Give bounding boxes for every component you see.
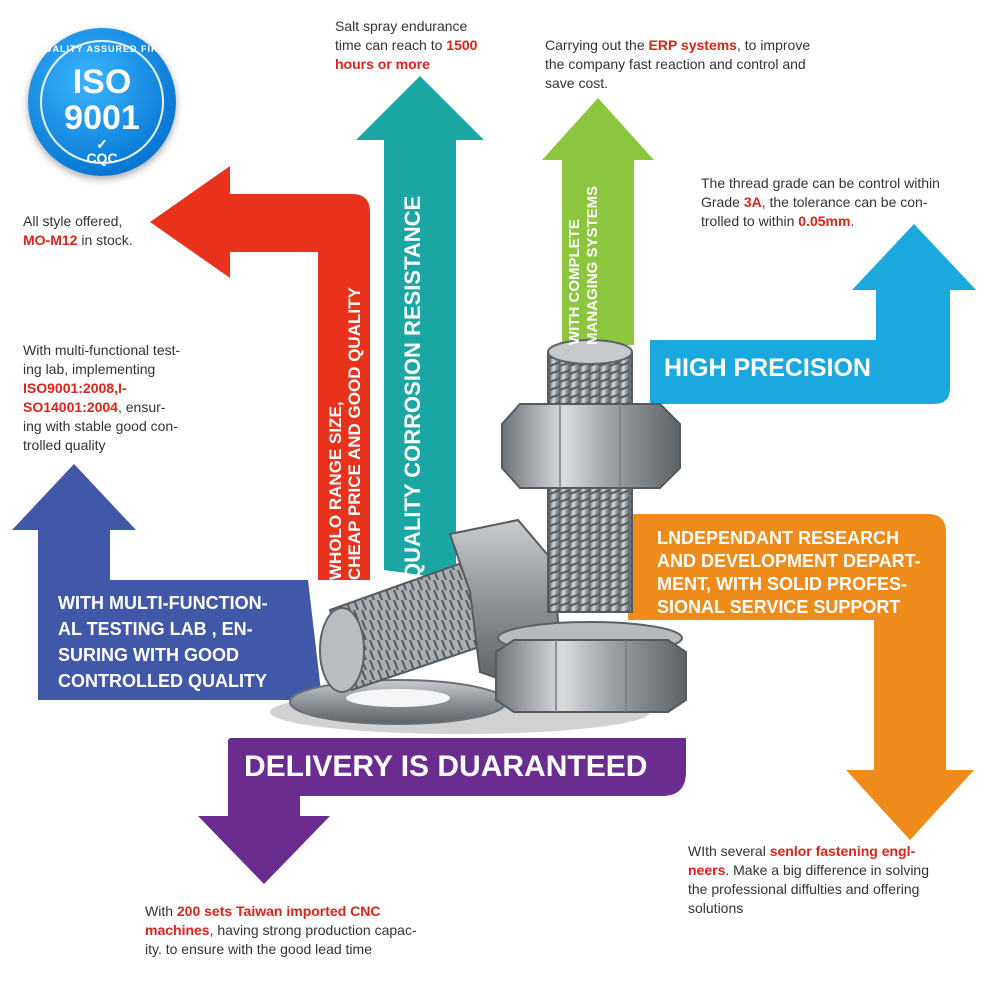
lab-note-text-4: ing with stable good con- (23, 418, 178, 434)
purple-arrow-label: DELIVERY IS DUARANTEED (244, 750, 648, 783)
style-note-text-1: All style offered, (23, 213, 123, 229)
badge-ring (40, 40, 164, 164)
salt-note-hours-suffix: hours or more (335, 56, 430, 72)
green-arrow-label-line1: WITH COMPLETE (566, 219, 583, 345)
thread-note-grade: 3A (743, 194, 762, 210)
orange-arrow-label-line1: LNDEPENDANT RESEARCH (657, 528, 900, 548)
red-arrow-label-line2: CHEAP PRICE AND GOOD QUALITY (345, 287, 364, 580)
orange-arrow-label-line4: SIONAL SERVICE SUPPORT (657, 597, 901, 617)
red-arrow-label: WHOLO RANGE SIZE, CHEAP PRICE AND GOOD Q… (326, 287, 364, 580)
indigo-arrow-label-line2: AL TESTING LAB , EN- (58, 619, 253, 639)
testing-lab-note: With multi-functional test- ing lab, imp… (23, 341, 213, 455)
thread-note-text-5: . (850, 213, 855, 229)
engineers-note-highlight-2: neers (688, 862, 726, 878)
teal-arrow-label: QUALITY CORROSION RESISTANCE (400, 195, 425, 580)
red-arrow-label-line1: WHOLO RANGE SIZE, (326, 401, 345, 581)
check-icon: ✓ (96, 136, 108, 152)
thread-note-text-4: trolled to within (701, 213, 799, 229)
salt-note-text-2: time can reach to (335, 37, 447, 53)
badge-iso-text: ISO (72, 63, 132, 101)
badge-ring-text: QUALITY ASSURED FIRM (36, 44, 167, 54)
cnc-note-highlight-2: machines (145, 922, 210, 938)
thread-note-text-1: The thread grade can be control within (701, 175, 940, 191)
teal-arrow (356, 76, 484, 580)
erp-note-text-1: Carrying out the (545, 37, 649, 53)
lab-note-text-3: , ensur- (117, 399, 166, 415)
engineers-note-highlight-1: senlor fastening engl- (769, 843, 916, 859)
indigo-arrow (12, 464, 322, 700)
salt-note-hours: 1500 (446, 37, 478, 53)
erp-note-text-2: , to improve (736, 37, 811, 53)
thread-note-text-3: , the tolerance can be con- (761, 194, 928, 210)
orange-arrow-label: LNDEPENDANT RESEARCH AND DEVELOPMENT DEP… (657, 527, 921, 619)
cnc-note-text-1: With (145, 903, 177, 919)
cnc-note-text-2: , having strong production capac- (209, 922, 417, 938)
lab-note-iso14001: SO14001:2004 (23, 399, 118, 415)
blue-arrow (650, 224, 976, 404)
blue-arrow-label: HIGH PRECISION (664, 354, 871, 382)
lab-note-text-2: ing lab, implementing (23, 361, 156, 377)
engineers-note: WIth several senlor fastening engl- neer… (688, 842, 978, 918)
green-arrow (542, 98, 654, 345)
thread-grade-note: The thread grade can be control within G… (701, 174, 989, 231)
indigo-arrow-label: WITH MULTI-FUNCTION- AL TESTING LAB , EN… (58, 590, 268, 694)
style-note: All style offered, MO-M12 in stock. (23, 212, 183, 250)
indigo-arrow-label-line4: CONTROLLED QUALITY (58, 671, 267, 691)
style-note-highlight: MO-M12 (23, 232, 78, 248)
lab-note-iso9001: ISO9001:2008,I- (23, 380, 127, 396)
indigo-arrow-label-line1: WITH MULTI-FUNCTION- (58, 593, 268, 613)
lab-note-text-5: trolled quality (23, 437, 106, 453)
orange-arrow (628, 514, 974, 840)
badge-number-text: 9001 (64, 99, 140, 137)
engineers-note-text-2: . Make a big difference in solving (725, 862, 929, 878)
style-note-text-2: in stock. (77, 232, 133, 248)
green-arrow-label: WITH COMPLETE MANAGING SYSTEMS (566, 186, 602, 345)
thread-note-text-2: Grade (701, 194, 744, 210)
indigo-arrow-label-line3: SURING WITH GOOD (58, 645, 239, 665)
thread-note-tolerance: 0.05mm (798, 213, 851, 229)
erp-note-text-4: save cost. (545, 75, 609, 91)
green-arrow-label-line2: MANAGING SYSTEMS (584, 185, 601, 345)
orange-arrow-label-line3: MENT, WITH SOLID PROFES- (657, 574, 907, 594)
cnc-note-highlight-1: 200 sets Taiwan imported CNC (176, 903, 381, 919)
cnc-note: With 200 sets Taiwan imported CNC machin… (145, 902, 475, 959)
salt-spray-note: Salt spray endurance time can reach to 1… (335, 17, 501, 74)
engineers-note-text-4: solutions (688, 900, 744, 916)
salt-note-text-1: Salt spray endurance (335, 18, 468, 34)
erp-note: Carrying out the ERP systems, to improve… (545, 36, 865, 93)
engineers-note-text-1: WIth several (688, 843, 770, 859)
erp-note-text-3: the company fast reaction and control an… (545, 56, 806, 72)
iso-badge: QUALITY ASSURED FIRM ISO 9001 ✓ CQC (28, 28, 176, 176)
badge-footer-text: CQC (86, 150, 118, 166)
red-arrow (150, 166, 370, 580)
purple-arrow (198, 738, 686, 884)
engineers-note-text-3: the professional diffulties and offering (688, 881, 920, 897)
bolts-illustration (270, 339, 687, 734)
lab-note-text-1: With multi-functional test- (23, 342, 181, 358)
cnc-note-text-3: ity. to ensure with the good lead time (145, 941, 372, 957)
orange-arrow-label-line2: AND DEVELOPMENT DEPART- (657, 551, 921, 571)
erp-note-highlight: ERP systems (648, 37, 737, 53)
